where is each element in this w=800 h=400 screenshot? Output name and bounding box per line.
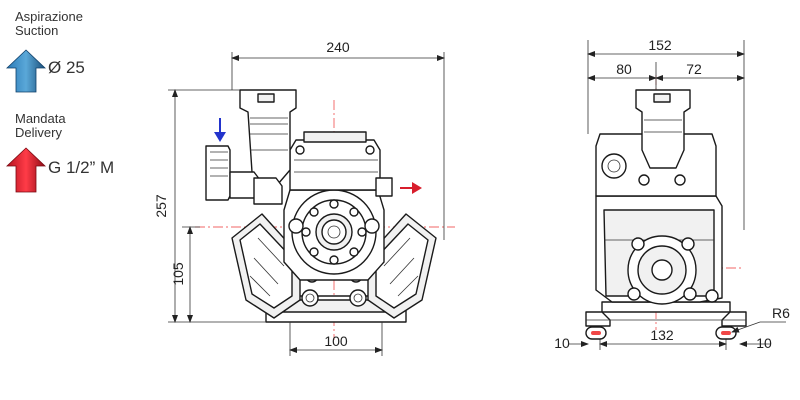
dim-slot-left: 10: [554, 335, 570, 351]
dim-front-height: 257: [153, 194, 169, 218]
suction-label-it: Aspirazione: [15, 9, 83, 24]
delivery-spec: G 1/2” M: [48, 158, 115, 177]
inlet-flow-arrow-icon: [214, 118, 226, 142]
delivery-label-en: Delivery: [15, 125, 62, 140]
dim-shaft-height: 105: [170, 262, 186, 286]
outlet-flow-arrow-icon: [400, 182, 422, 194]
dim-side-right: 72: [686, 61, 702, 77]
delivery-label-it: Mandata: [15, 111, 66, 126]
dim-radius: R6: [772, 305, 790, 321]
suction-spec: Ø 25: [48, 58, 85, 77]
dim-side-width: 152: [648, 37, 672, 53]
delivery-arrow-icon: [5, 147, 47, 193]
suction-arrow-icon: [5, 49, 47, 93]
right-slot-icon: [715, 326, 737, 340]
front-view: 240 257 105 100: [153, 39, 455, 356]
dim-slot-right: 10: [756, 335, 772, 351]
dim-base-width: 100: [324, 333, 348, 349]
dim-side-left: 80: [616, 61, 632, 77]
dim-front-width: 240: [326, 39, 350, 55]
left-slot-icon: [585, 326, 607, 340]
side-view: 152 80 72 10 132 10 R6: [554, 37, 790, 351]
dim-slot-span: 132: [650, 327, 674, 343]
suction-label-en: Suction: [15, 23, 59, 38]
